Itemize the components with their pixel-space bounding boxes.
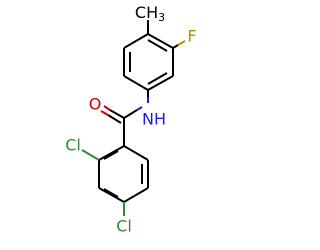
fluoromethylphenyl-ring xyxy=(123,33,174,91)
ring-a-bond-4 xyxy=(147,33,174,49)
ring-a-bond-1 xyxy=(123,75,149,91)
ring-a-bond-6 xyxy=(147,75,174,91)
cl2-bond xyxy=(81,149,100,161)
carbonyl-oxygen-label: O xyxy=(89,95,102,114)
chlorine-2-label: Cl xyxy=(65,136,81,155)
ring-b-bond-6 xyxy=(98,145,125,161)
amide-bond-c xyxy=(123,109,138,119)
methyl-label: CH3 xyxy=(135,3,165,24)
ring-b-double-2 xyxy=(103,188,119,198)
ring-a-double-3 xyxy=(147,72,168,85)
amide-nh-label: NH xyxy=(142,110,166,129)
structure-canvas: CH3 F NH O Cl Cl xyxy=(65,2,197,236)
carbonyl-double-c xyxy=(107,114,122,124)
fluoro-bond-f xyxy=(177,40,186,46)
carbonyl-bond-c xyxy=(109,109,125,119)
ring-b-bond-4 xyxy=(98,187,125,203)
carbonyl-double-o xyxy=(100,110,109,116)
dichlorophenyl-ring xyxy=(98,145,149,203)
amide-bond-n xyxy=(136,106,143,111)
ring-b-double-3 xyxy=(103,150,119,160)
ring-a-double-2 xyxy=(147,39,168,52)
ring-b-bond-1 xyxy=(123,145,149,161)
chlorine-4-label: Cl xyxy=(116,217,132,236)
fluorine-label: F xyxy=(187,27,196,46)
fluoro-bond-c xyxy=(172,44,179,49)
molecule-diagram: CH3 F NH O Cl Cl xyxy=(65,3,196,236)
ring-b-bond-3 xyxy=(123,187,149,203)
ring-a-bond-3 xyxy=(123,33,149,49)
carbonyl-bond-o xyxy=(103,105,111,111)
